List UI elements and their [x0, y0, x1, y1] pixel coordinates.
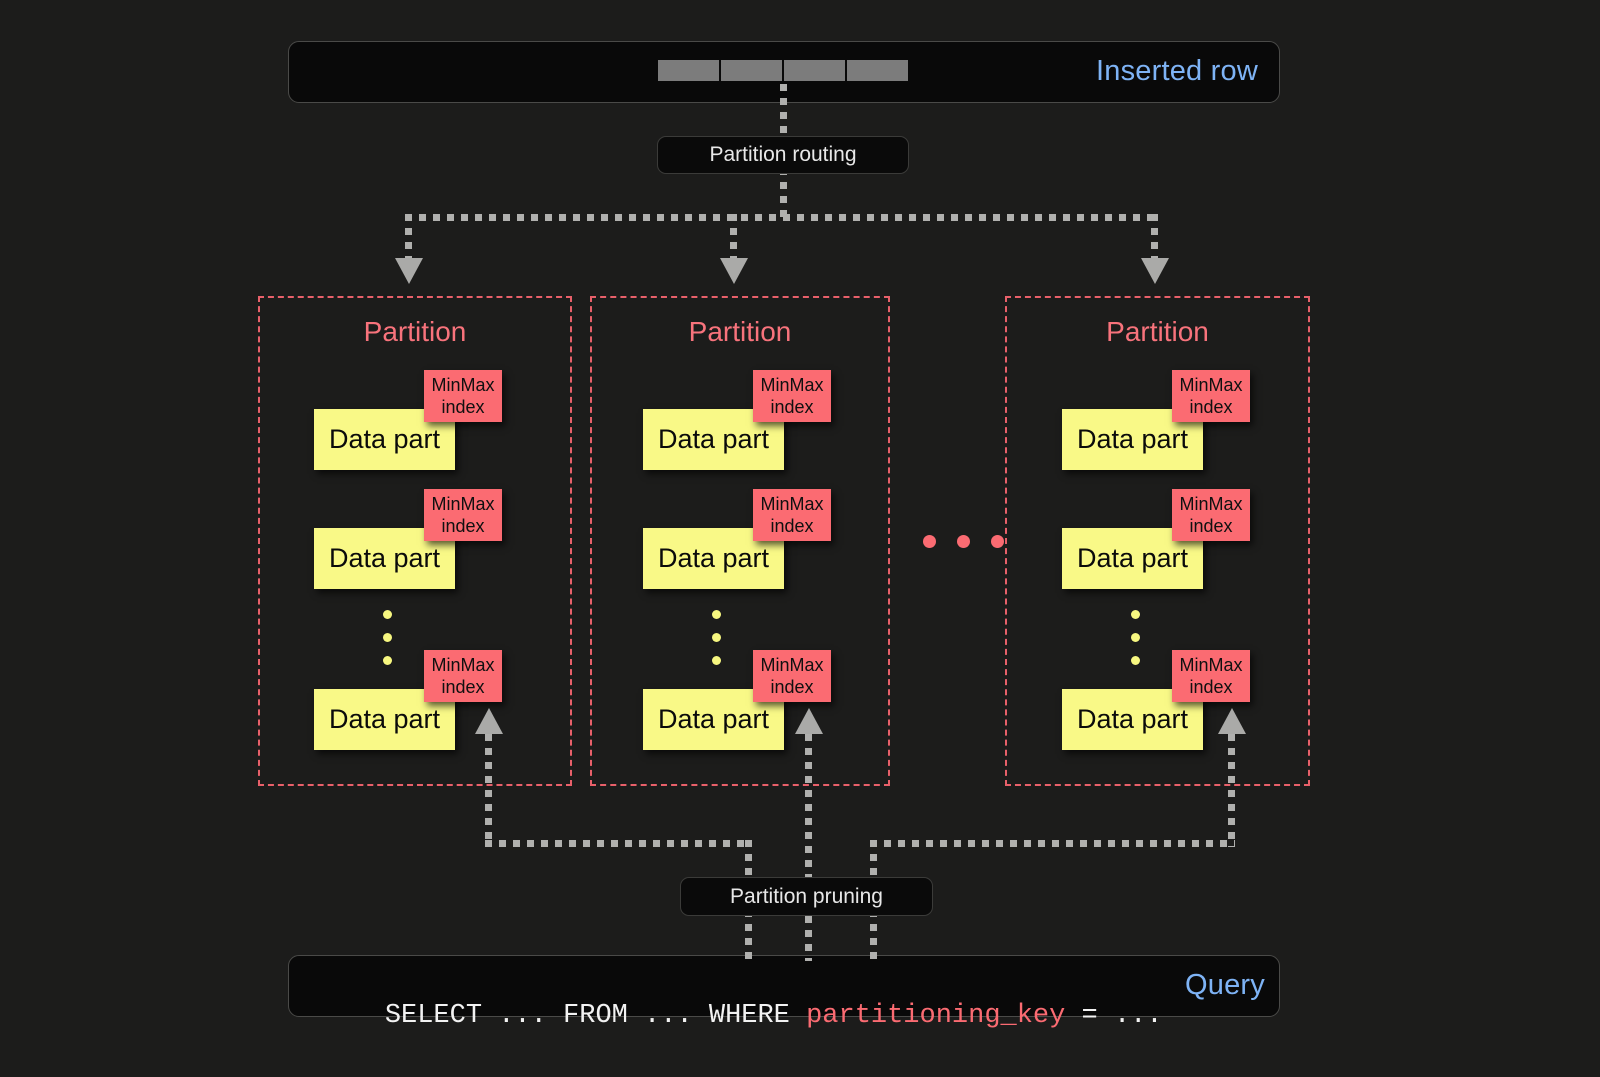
minmax-line2: index [441, 397, 485, 417]
data-part-label: Data part [1076, 704, 1189, 734]
minmax-line1: MinMax [431, 375, 495, 395]
routing-arrow-3 [1141, 258, 1169, 284]
data-part-label: Data part [1076, 543, 1189, 573]
minmax-line1: MinMax [431, 494, 495, 514]
ellipsis-dot [712, 610, 721, 619]
minmax-line1: MinMax [1179, 655, 1243, 675]
minmax-line2: index [770, 516, 814, 536]
partition-3: Partition [1005, 296, 1310, 786]
partitions-ellipsis [923, 535, 1004, 548]
pruning-branch-1 [485, 840, 747, 847]
routing-arrow-2 [720, 258, 748, 284]
ellipsis-dot [1131, 610, 1140, 619]
routing-arrow-1 [395, 258, 423, 284]
data-part-box: Data part [314, 528, 455, 589]
data-part-label: Data part [328, 704, 441, 734]
routing-bus-line [405, 214, 1158, 221]
inserted-row-label: Inserted row [1096, 55, 1258, 87]
routing-leg-3 [1151, 214, 1158, 260]
query-partitioning-key: partitioning_key [806, 1001, 1066, 1031]
ellipsis-dot [712, 633, 721, 642]
data-part-label: Data part [328, 543, 441, 573]
partition-title: Partition [363, 316, 467, 347]
ellipsis-dot [712, 656, 721, 665]
minmax-line1: MinMax [431, 655, 495, 675]
query-prefix: SELECT ... FROM ... WHERE [384, 1001, 807, 1031]
ellipsis-dot [957, 535, 970, 548]
ellipsis-dot [991, 535, 1004, 548]
data-part-ellipsis [712, 610, 721, 679]
row-cell [847, 60, 908, 81]
minmax-line2: index [1189, 516, 1233, 536]
minmax-line1: MinMax [760, 375, 824, 395]
minmax-line2: index [770, 677, 814, 697]
row-cell [784, 60, 845, 81]
pruning-arrow-1 [475, 708, 503, 734]
pruning-leg-3 [1228, 734, 1235, 847]
data-part-label: Data part [657, 424, 770, 454]
routing-leg-1 [405, 214, 412, 260]
pruning-leg-1 [485, 734, 492, 847]
pruning-branch-3 [870, 840, 1235, 847]
ellipsis-dot [1131, 633, 1140, 642]
minmax-line1: MinMax [1179, 375, 1243, 395]
ellipsis-dot [383, 610, 392, 619]
query-bar [288, 955, 1280, 1017]
query-statement: SELECT ... FROM ... WHERE partitioning_k… [320, 971, 1163, 1061]
data-part-label: Data part [657, 704, 770, 734]
minmax-line2: index [1189, 397, 1233, 417]
pruning-arrow-2 [795, 708, 823, 734]
data-part-label: Data part [1076, 424, 1189, 454]
data-part-label: Data part [657, 543, 770, 573]
query-suffix: = ... [1065, 1001, 1163, 1031]
ellipsis-dot [1131, 656, 1140, 665]
data-part-ellipsis [383, 610, 392, 679]
routing-leg-2 [730, 214, 737, 260]
data-part-label: Data part [328, 424, 441, 454]
minmax-line2: index [441, 516, 485, 536]
row-cell [721, 60, 782, 81]
minmax-line2: index [770, 397, 814, 417]
ellipsis-dot [383, 656, 392, 665]
minmax-line1: MinMax [1179, 494, 1243, 514]
partition-1: Partition [258, 296, 572, 786]
row-cell [658, 60, 719, 81]
minmax-line2: index [1189, 677, 1233, 697]
pruning-leg-2 [805, 734, 812, 961]
minmax-line2: index [441, 677, 485, 697]
data-part-ellipsis [1131, 610, 1140, 679]
data-part-box: Data part [1062, 409, 1203, 470]
ellipsis-dot [923, 535, 936, 548]
inserted-row-cells [658, 60, 908, 81]
partition-title: Partition [1106, 316, 1209, 347]
query-label: Query [1185, 969, 1265, 1001]
partition-title: Partition [688, 316, 792, 347]
minmax-line1: MinMax [760, 494, 824, 514]
partition-pruning-box[interactable]: Partition pruning [680, 877, 933, 916]
pruning-arrow-3 [1218, 708, 1246, 734]
partition-routing-box[interactable]: Partition routing [657, 136, 909, 174]
minmax-line1: MinMax [760, 655, 824, 675]
partition-2: Partition [590, 296, 890, 786]
data-part-box: Data part [1062, 689, 1203, 750]
ellipsis-dot [383, 633, 392, 642]
